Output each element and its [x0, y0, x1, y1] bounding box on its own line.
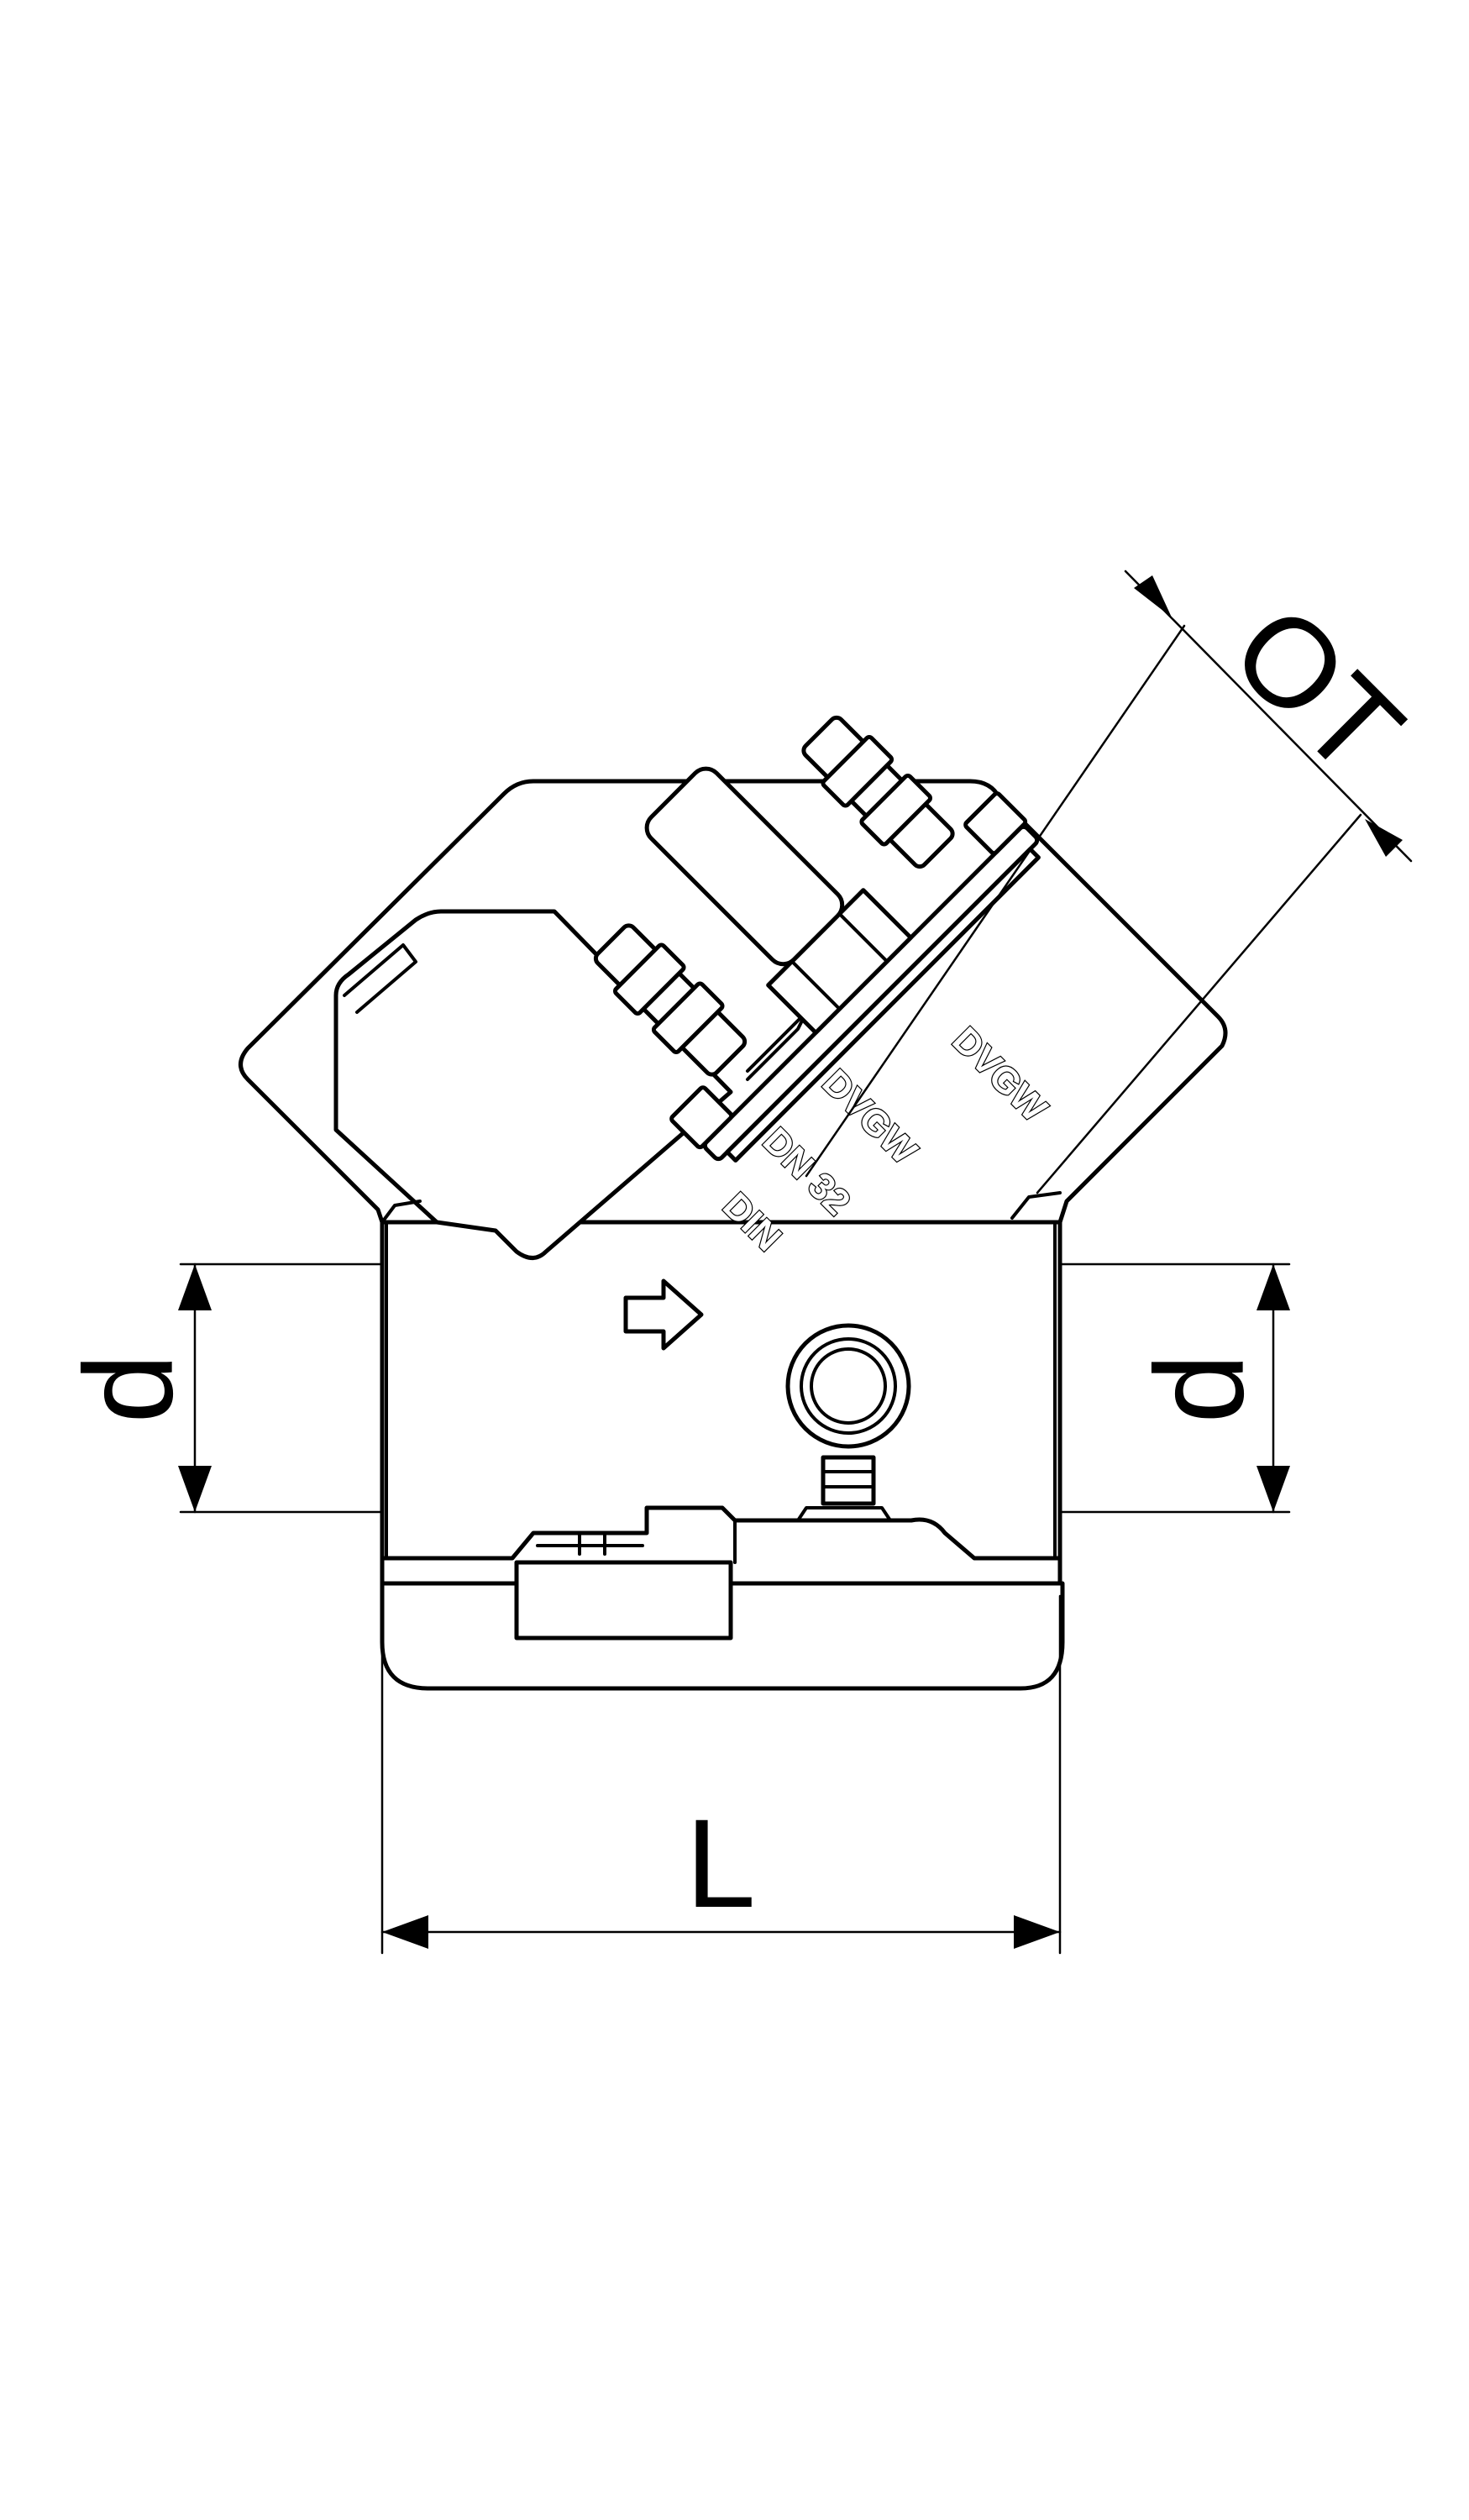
svg-text:OT: OT — [1206, 578, 1430, 801]
outlet-flange-edge — [725, 847, 1041, 1163]
svg-text:d: d — [58, 1353, 199, 1423]
bolt-left — [593, 923, 748, 1077]
terminal-block — [514, 1560, 733, 1641]
dim-d-left: d — [58, 1263, 384, 1514]
bottom-clamp — [380, 1505, 1062, 1641]
svg-text:d: d — [1129, 1353, 1270, 1423]
dim-l: L — [380, 1594, 1062, 1955]
fusion-indicator — [785, 1323, 911, 1506]
svg-text:L: L — [685, 1793, 755, 1934]
shell-rib-left — [380, 1200, 422, 1224]
shell-right-lip — [1010, 1191, 1062, 1220]
dim-d-right: d — [1058, 1263, 1291, 1514]
outlet-lug-left — [669, 1085, 734, 1150]
bolt-right — [801, 715, 955, 869]
outlet-spigot — [644, 766, 845, 967]
outlet-lug-right — [963, 791, 1028, 856]
shell-window-lip — [343, 943, 417, 1014]
flow-arrow-icon — [623, 1278, 704, 1351]
